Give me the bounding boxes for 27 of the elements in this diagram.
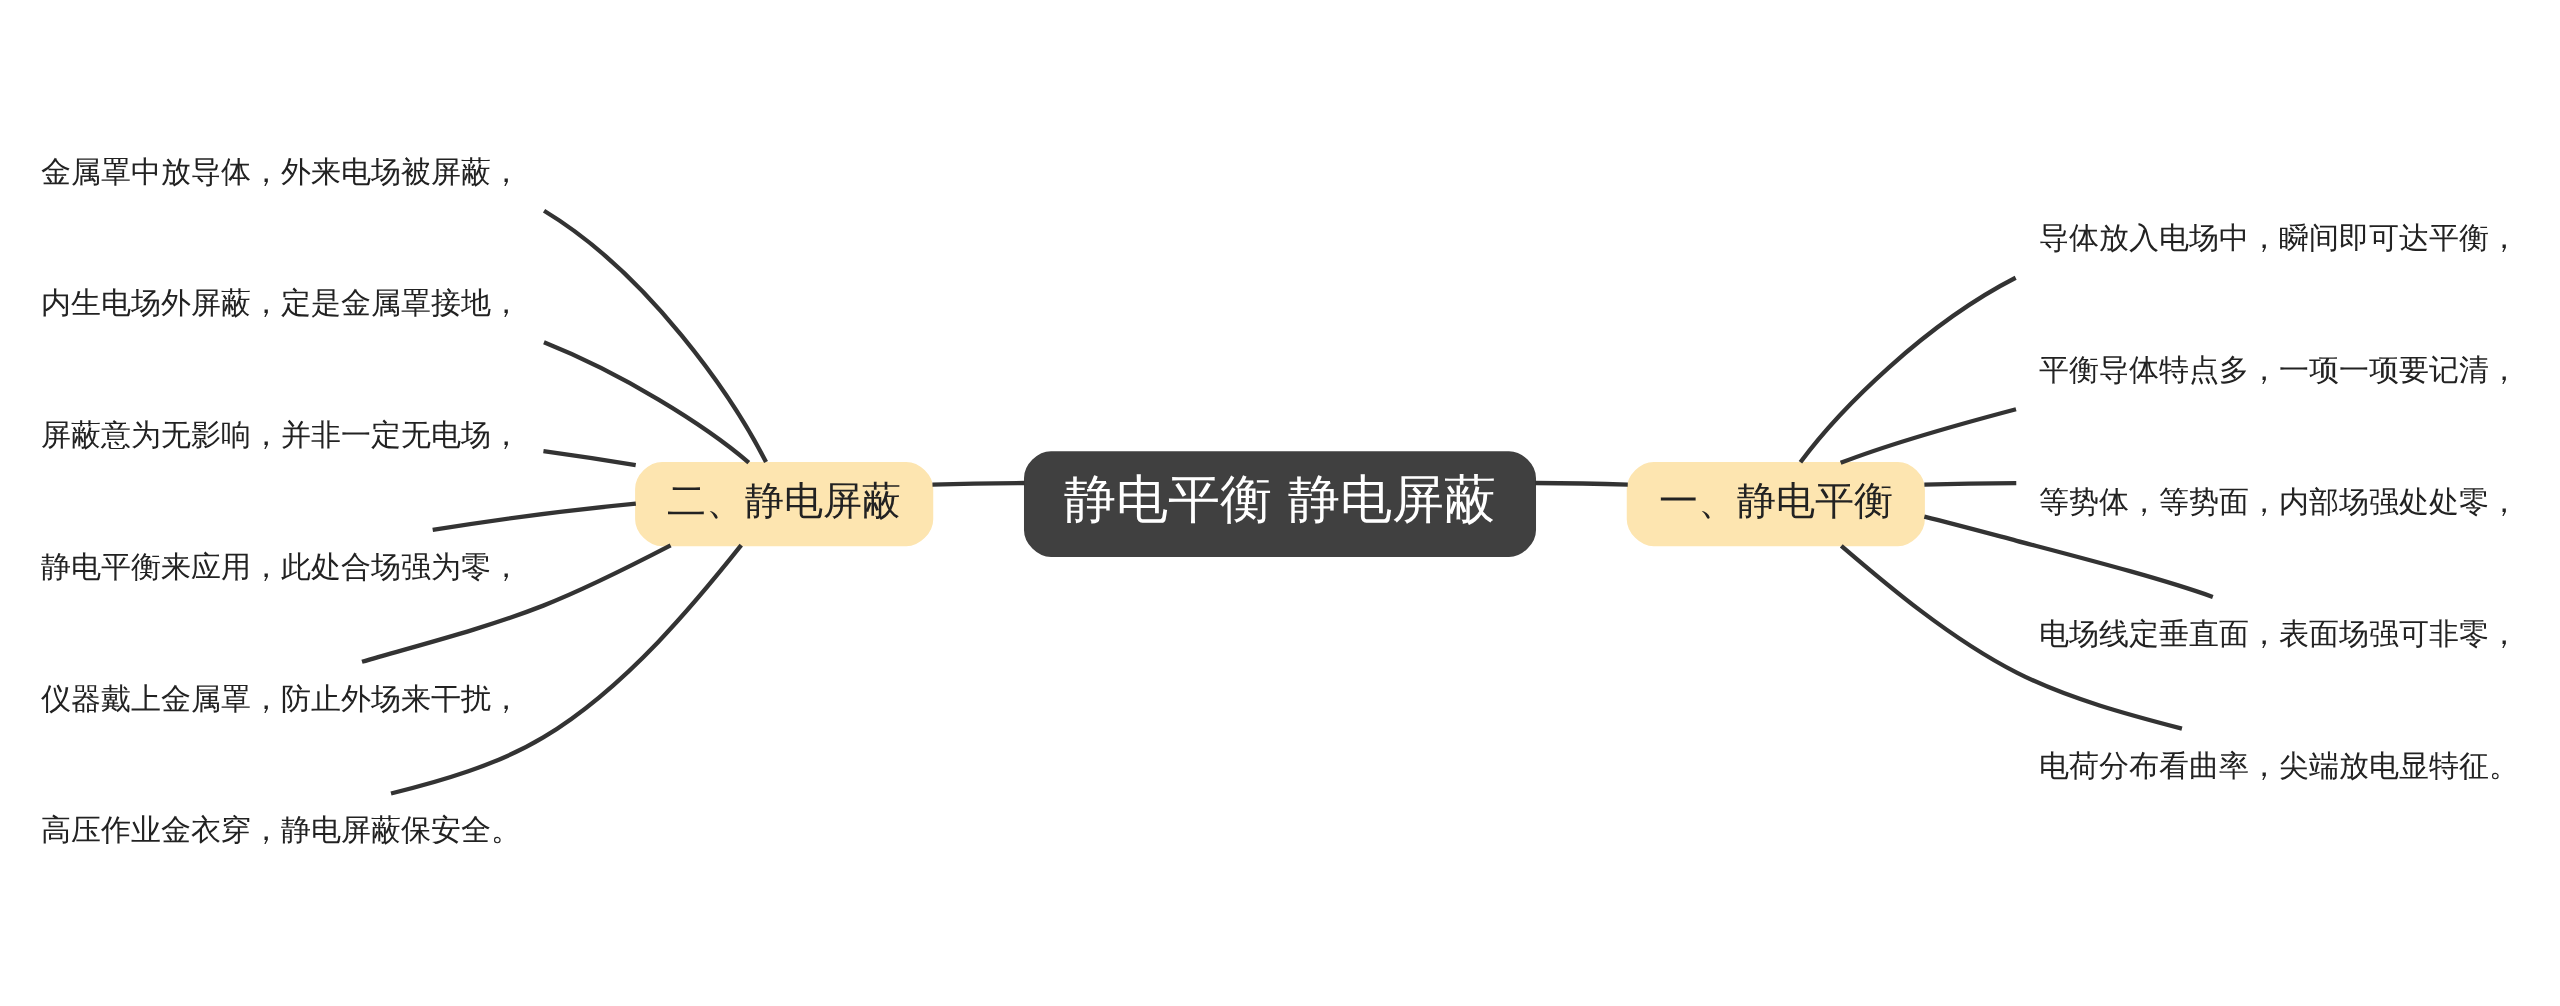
connector — [1839, 544, 2183, 731]
connector — [542, 208, 768, 464]
node-text: 内生电场外屏蔽，定是金属罩接地， — [40, 285, 521, 321]
node-box: 静电平衡 静电屏蔽 — [1024, 451, 1536, 557]
node-text: 平衡导体特点多，一项一项要记清， — [2039, 352, 2520, 388]
node-text: 仪器戴上金属罩，防止外场来干扰， — [40, 680, 521, 716]
node-text: 屏蔽意为无影响，并非一定无电场， — [40, 417, 521, 453]
node-text: 电场线定垂直面，表面场强可非零， — [2039, 615, 2520, 651]
connector — [932, 480, 1025, 487]
node-text: 静电平衡来应用，此处合场强为零， — [40, 548, 521, 584]
connector — [1924, 480, 2017, 487]
connector — [432, 501, 637, 533]
node-box: 二、静电屏蔽 — [635, 461, 934, 547]
connector — [543, 448, 637, 468]
connector — [1839, 407, 2017, 465]
connector — [1798, 275, 2017, 464]
connector — [1923, 514, 2214, 599]
connector — [1535, 480, 1628, 487]
node-text: 高压作业金衣穿，静电屏蔽保安全。 — [40, 812, 521, 848]
connector — [543, 340, 751, 465]
node-text: 等势体，等势面，内部场强处处零， — [2039, 484, 2520, 520]
node-text: 导体放入电场中，瞬间即可达平衡， — [2039, 220, 2520, 256]
node-text: 金属罩中放导体，外来电场被屏蔽， — [40, 153, 521, 189]
node-box: 一、静电平衡 — [1626, 461, 1925, 547]
connector — [390, 543, 743, 796]
node-text: 电荷分布看曲率，尖端放电显特征。 — [2039, 747, 2520, 783]
connector — [361, 543, 672, 664]
